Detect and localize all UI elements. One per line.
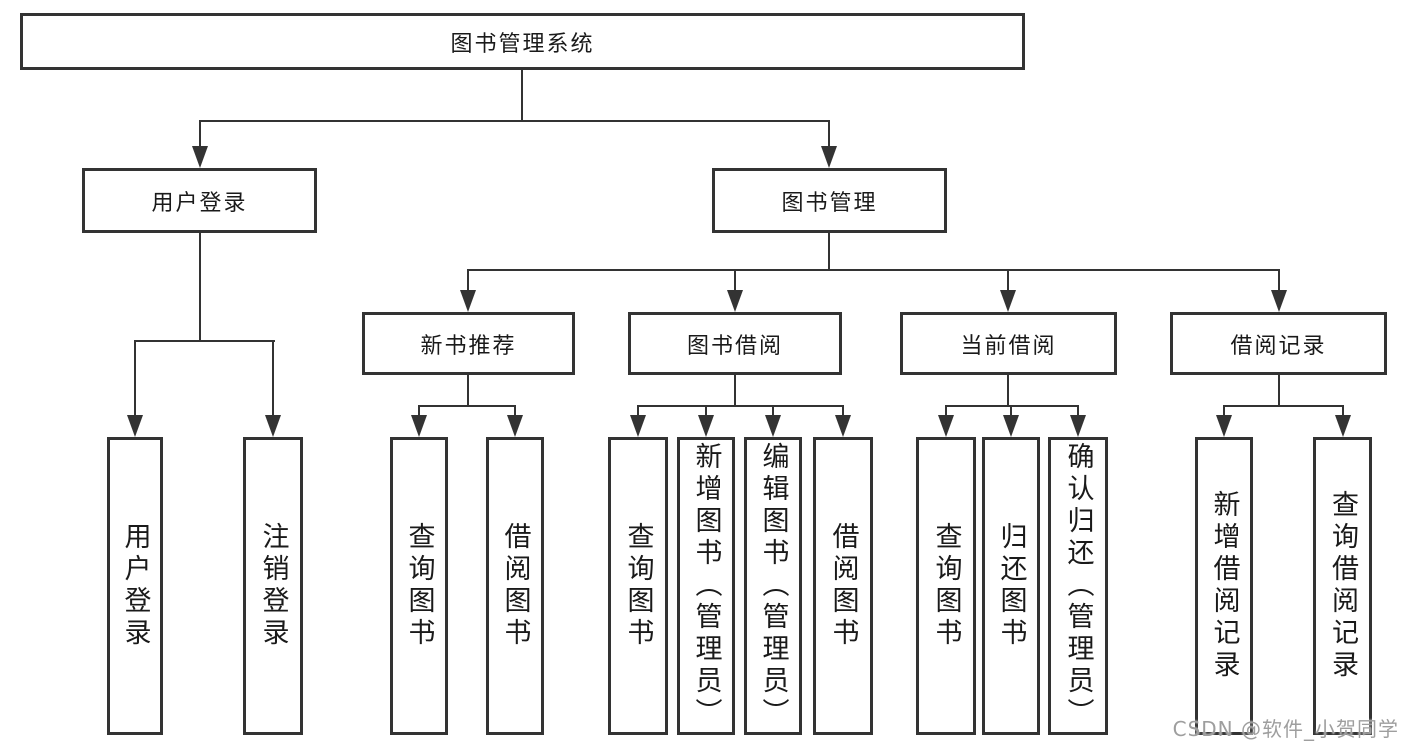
connector-line: [467, 269, 1280, 271]
arrow-shaft-line: [945, 405, 947, 417]
node-label: 当前借阅: [960, 333, 1057, 359]
arrow-shaft-line: [467, 269, 469, 292]
connector-line: [467, 375, 469, 405]
node-leaf-add-borrow-record: 新增借阅记录: [1195, 437, 1253, 735]
connector-line: [521, 70, 523, 120]
node-leaf-edit-books: 编辑图书（管理员）: [744, 437, 802, 735]
node-label: 借阅记录: [1230, 333, 1327, 359]
arrow-down-icon: [127, 415, 143, 437]
arrow-shaft-line: [272, 340, 274, 417]
arrow-shaft-line: [199, 120, 201, 148]
node-book-borrowing: 图书借阅: [628, 312, 842, 375]
node-label: 查询图书: [930, 522, 962, 650]
connector-line: [418, 405, 516, 407]
arrow-shaft-line: [842, 405, 844, 417]
node-label: 确认归还（管理员）: [1062, 442, 1094, 730]
node-leaf-borrow-books-2: 借阅图书: [813, 437, 873, 735]
node-leaf-query-books-2: 查询图书: [608, 437, 668, 735]
node-label: 图书管理: [781, 190, 878, 216]
arrow-shaft-line: [1342, 405, 1344, 417]
arrow-down-icon: [1003, 415, 1019, 437]
connector-line: [1223, 405, 1344, 407]
node-root: 图书管理系统: [20, 13, 1025, 70]
arrow-shaft-line: [134, 340, 136, 417]
connector-line: [1007, 375, 1009, 405]
node-user-login: 用户登录: [82, 168, 317, 233]
arrow-down-icon: [1216, 415, 1232, 437]
node-label: 新增图书（管理员）: [690, 442, 722, 730]
arrow-down-icon: [1335, 415, 1351, 437]
arrow-down-icon: [411, 415, 427, 437]
arrow-shaft-line: [418, 405, 420, 417]
arrow-shaft-line: [637, 405, 639, 417]
arrow-down-icon: [192, 146, 208, 168]
node-leaf-add-books: 新增图书（管理员）: [677, 437, 735, 735]
arrow-shaft-line: [1278, 269, 1280, 292]
arrow-down-icon: [630, 415, 646, 437]
node-label: 用户登录: [151, 190, 248, 216]
arrow-shaft-line: [705, 405, 707, 417]
node-label: 查询图书: [622, 522, 654, 650]
arrow-down-icon: [265, 415, 281, 437]
node-label: 新书推荐: [420, 333, 517, 359]
arrow-down-icon: [727, 290, 743, 312]
connector-line: [134, 340, 275, 342]
node-leaf-user-login: 用户登录: [107, 437, 163, 735]
node-leaf-borrow-books-1: 借阅图书: [486, 437, 544, 735]
node-label: 借阅图书: [499, 522, 531, 650]
connector-line: [828, 233, 830, 269]
node-label: 借阅图书: [827, 522, 859, 650]
node-label: 新增借阅记录: [1208, 490, 1240, 682]
node-label: 用户登录: [119, 522, 151, 650]
arrow-shaft-line: [1077, 405, 1079, 417]
connector-line: [637, 405, 844, 407]
node-leaf-confirm-return: 确认归还（管理员）: [1048, 437, 1108, 735]
connector-line: [945, 405, 1079, 407]
node-leaf-query-books-3: 查询图书: [916, 437, 976, 735]
arrow-shaft-line: [828, 120, 830, 148]
node-label: 图书借阅: [686, 333, 783, 359]
csdn-watermark: CSDN @软件_小贺同学: [1172, 717, 1399, 741]
node-leaf-return-books: 归还图书: [982, 437, 1040, 735]
arrow-down-icon: [698, 415, 714, 437]
arrow-down-icon: [1070, 415, 1086, 437]
connector-line: [1278, 375, 1280, 405]
arrow-shaft-line: [772, 405, 774, 417]
arrow-down-icon: [821, 146, 837, 168]
arrow-shaft-line: [514, 405, 516, 417]
arrow-shaft-line: [734, 269, 736, 292]
node-current-borrowing: 当前借阅: [900, 312, 1117, 375]
node-label: 查询借阅记录: [1327, 490, 1358, 682]
connector-line: [199, 120, 830, 122]
arrow-down-icon: [1271, 290, 1287, 312]
arrow-down-icon: [835, 415, 851, 437]
connector-line: [199, 233, 201, 340]
node-new-book-recommend: 新书推荐: [362, 312, 575, 375]
arrow-shaft-line: [1223, 405, 1225, 417]
connector-line: [734, 375, 736, 405]
node-leaf-logout: 注销登录: [243, 437, 303, 735]
arrow-down-icon: [460, 290, 476, 312]
arrow-shaft-line: [1007, 269, 1009, 292]
arrow-down-icon: [1000, 290, 1016, 312]
node-borrowing-records: 借阅记录: [1170, 312, 1387, 375]
arrow-shaft-line: [1010, 405, 1012, 417]
arrow-down-icon: [507, 415, 523, 437]
node-label: 编辑图书（管理员）: [757, 442, 789, 730]
node-label: 图书管理系统: [450, 31, 595, 57]
node-label: 归还图书: [995, 522, 1027, 650]
arrow-down-icon: [938, 415, 954, 437]
node-book-management: 图书管理: [712, 168, 947, 233]
node-leaf-query-borrow-record: 查询借阅记录: [1313, 437, 1372, 735]
node-leaf-query-books-1: 查询图书: [390, 437, 448, 735]
arrow-down-icon: [765, 415, 781, 437]
node-label: 查询图书: [403, 522, 435, 650]
node-label: 注销登录: [257, 522, 289, 650]
